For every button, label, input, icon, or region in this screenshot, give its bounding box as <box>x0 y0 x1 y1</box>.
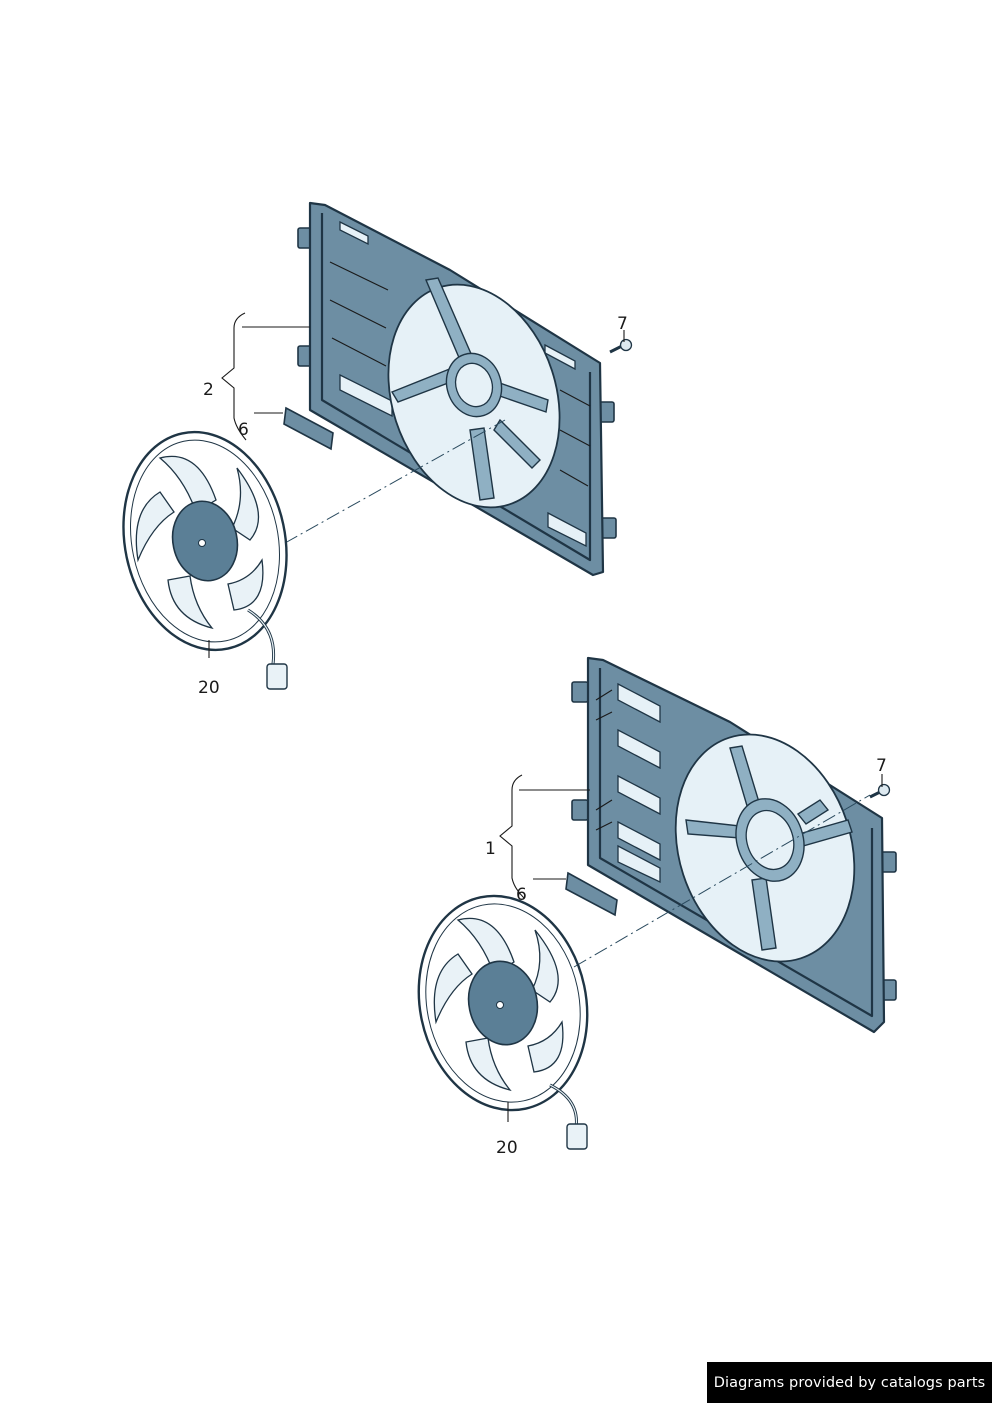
callout-upper-seal: 6 <box>238 420 249 440</box>
upper-fan-shroud <box>297 201 617 577</box>
watermark-text: Diagrams provided by catalogs parts <box>713 1374 986 1391</box>
callout-upper-fan: 20 <box>198 678 220 698</box>
callout-upper-bolt: 7 <box>617 314 628 334</box>
lower-assembly: 1 6 7 20 <box>417 656 897 1158</box>
callout-lower-bolt: 7 <box>876 756 887 776</box>
callout-upper-shroud: 2 <box>203 380 214 400</box>
upper-bolt <box>609 338 633 354</box>
lower-seal-strip <box>565 871 618 917</box>
watermark-banner: Diagrams provided by catalogs parts <box>707 1362 992 1403</box>
upper-fan <box>122 430 288 690</box>
lower-bolt <box>869 783 891 799</box>
upper-seal-strip <box>283 406 334 451</box>
callout-lower-seal: 6 <box>516 885 527 905</box>
callout-lower-fan: 20 <box>496 1138 518 1158</box>
callout-lower-shroud: 1 <box>485 839 496 859</box>
upper-assembly: 2 6 7 20 <box>122 201 633 698</box>
lower-fan <box>417 894 589 1150</box>
lower-fan-shroud <box>571 656 897 1034</box>
